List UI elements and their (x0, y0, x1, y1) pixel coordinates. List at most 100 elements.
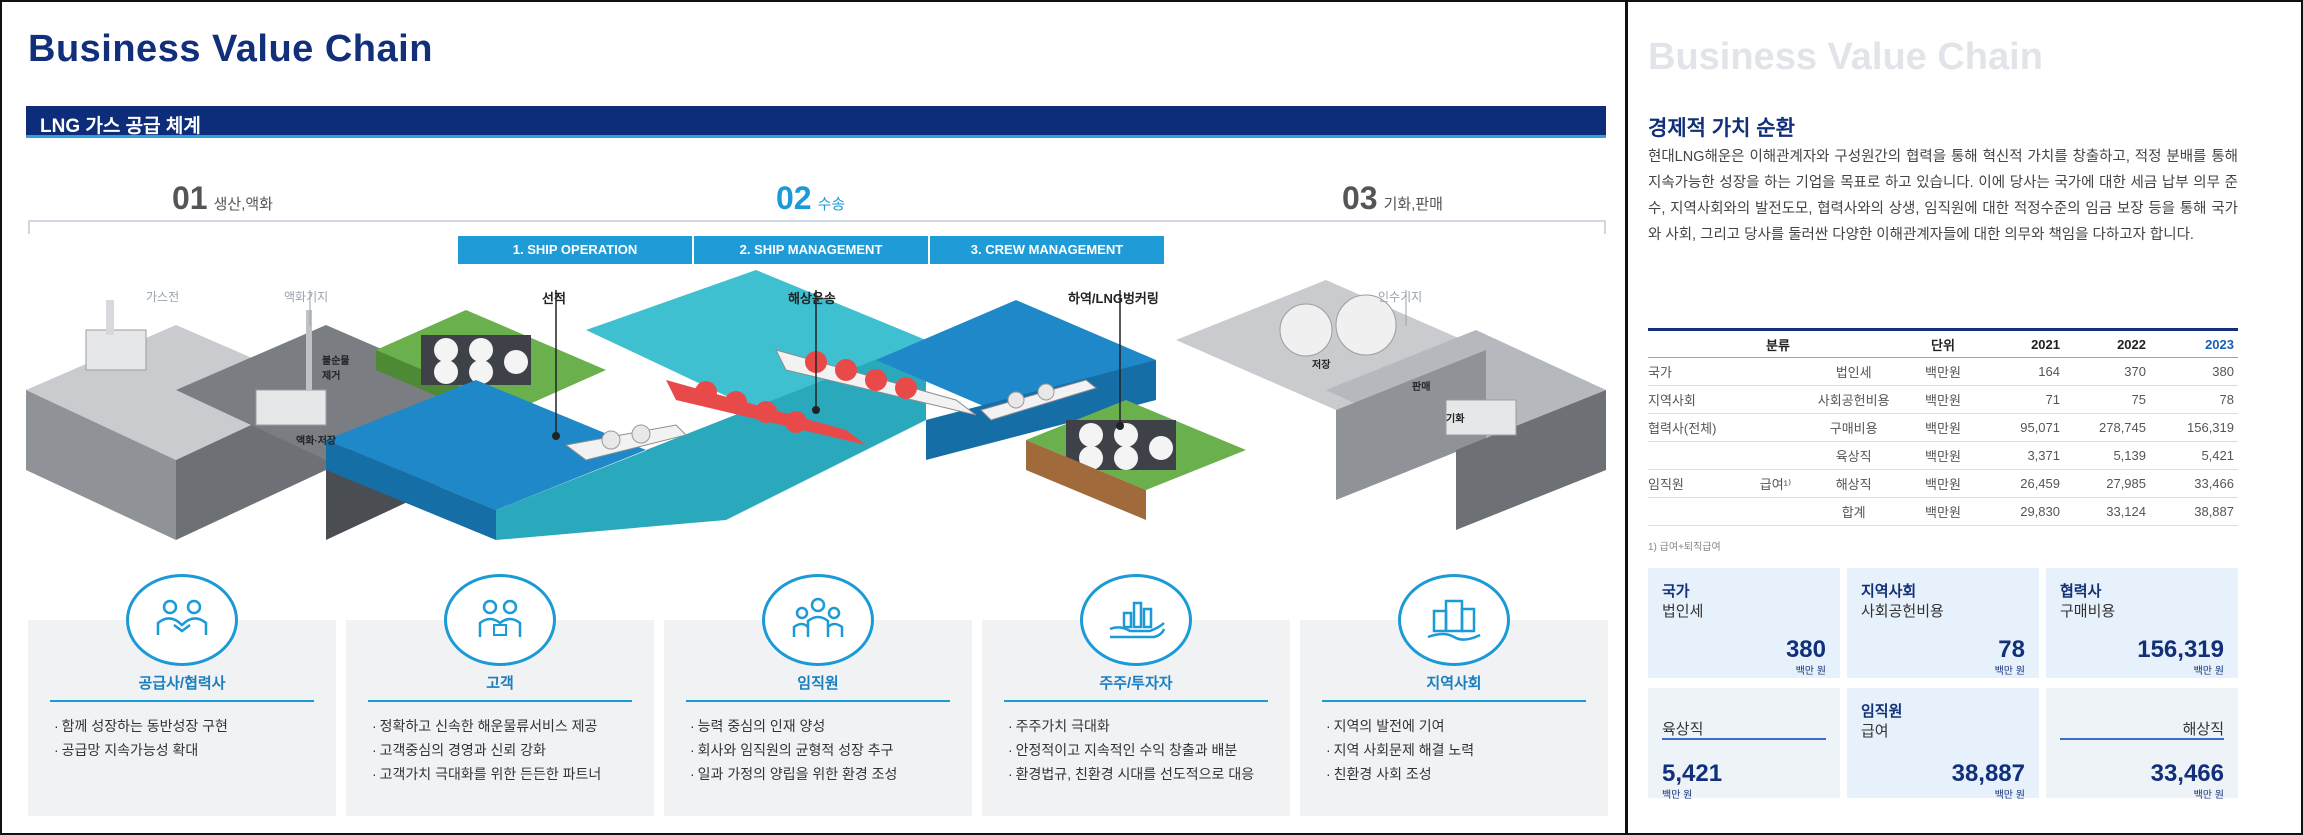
cell: 사회공헌비용 (1799, 385, 1908, 414)
cell: 26,459 (1978, 469, 2064, 498)
list-item: 친환경 사회 조성 (1326, 762, 1594, 786)
cell: 27,985 (2064, 469, 2150, 498)
section-bar: LNG 가스 공급 체계 (26, 106, 1606, 138)
kpi-unit: 백만 원 (1795, 666, 1826, 677)
label-receiving-base: 인수기지 (1378, 290, 1423, 304)
cell: 33,124 (2064, 497, 2150, 526)
stage-label: 수송 (817, 196, 846, 213)
label-vaporization: 기화 (1446, 414, 1465, 425)
arrow-left-icon (2060, 738, 2224, 740)
list-item: 능력 중심의 인재 양성 (690, 714, 958, 738)
stage-bracket (28, 220, 1606, 234)
label-unloading: 하역/LNG벙커링 (1068, 291, 1159, 306)
kpi-card-partners: 협력사 구매비용 156,319 백만 원 (2046, 568, 2238, 678)
label-storage: 저장 (1312, 360, 1331, 371)
kpi-title: 지역사회 (1861, 583, 1917, 600)
list-item: 안정적이고 지속적인 수익 창출과 배분 (1008, 738, 1276, 762)
kpi-subtitle: 구매비용 (2060, 603, 2116, 620)
stakeholder-list: 함께 성장하는 동반성장 구현 공급망 지속가능성 확대 (54, 714, 322, 762)
kpi-unit: 백만 원 (1662, 790, 1693, 801)
header-unit: 단위 (1908, 328, 1978, 358)
kpi-value: 38,887 (1951, 760, 2025, 787)
cell (1648, 497, 1752, 526)
right-page: Business Value Chain 경제적 가치 순환 현대LNG해운은 … (1628, 0, 2303, 835)
kpi-value: 380 (1785, 636, 1826, 663)
cell (1751, 357, 1800, 386)
stage-label: 기화,판매 (1383, 196, 1443, 213)
management-tab-ship-operation: 1. SHIP OPERATION (458, 236, 694, 264)
management-row: 1. SHIP OPERATION 2. SHIP MANAGEMENT 3. … (458, 236, 1166, 264)
stakeholder-title: 고객 (486, 675, 514, 692)
label-impurity-removal: 불순물 제거 (322, 356, 350, 382)
stakeholder-title: 지역사회 (1426, 675, 1482, 692)
cell: 29,830 (1978, 497, 2064, 526)
label-loading: 선적 (542, 291, 566, 306)
list-item: 지역의 발전에 기여 (1326, 714, 1594, 738)
label-liquefaction-base: 액화기지 (284, 290, 329, 304)
cell: 백만원 (1908, 413, 1978, 442)
cell (1751, 497, 1800, 526)
stakeholder-divider (368, 700, 632, 702)
cell: 백만원 (1908, 357, 1978, 386)
cell: 370 (2064, 357, 2150, 386)
kpi-value: 33,466 (2150, 760, 2224, 787)
isometric-illustration (26, 270, 1606, 540)
label-gas-field: 가스전 (146, 290, 180, 304)
cell: 156,319 (2150, 413, 2238, 442)
label-ocean-transport: 해상운송 (788, 291, 836, 306)
customer-group-icon (444, 574, 556, 666)
cell: 백만원 (1908, 385, 1978, 414)
kpi-card-onshore: 육상직 5,421 백만 원 (1648, 688, 1840, 801)
cell: 국가 (1648, 357, 1752, 386)
cell: 95,071 (1978, 413, 2064, 442)
kpi-value: 78 (1998, 636, 2025, 663)
label-sales: 판매 (1412, 382, 1431, 393)
cell: 380 (2150, 357, 2238, 386)
stakeholder-divider (50, 700, 314, 702)
stakeholder-divider (686, 700, 950, 702)
section-title: LNG 가스 공급 체계 (40, 116, 201, 137)
kpi-unit: 백만 원 (2193, 666, 2224, 677)
header-2023: 2023 (2150, 328, 2238, 358)
table-row: 국가 법인세 백만원 164 370 380 (1648, 357, 2238, 386)
kpi-subtitle: 해상직 (2182, 721, 2224, 738)
cell: 육상직 (1799, 441, 1908, 470)
stakeholder-list: 정확하고 신속한 해운물류서비스 제공 고객중심의 경영과 신뢰 강화 고객가치… (372, 714, 640, 786)
arrow-right-icon (1662, 738, 1826, 740)
list-item: 정확하고 신속한 해운물류서비스 제공 (372, 714, 640, 738)
kpi-subtitle: 사회공헌비용 (1861, 603, 1944, 620)
stage-number: 02 (776, 180, 812, 216)
cell: 협력사(전체) (1648, 413, 1752, 442)
section-subtitle: 경제적 가치 순환 (1648, 117, 1795, 140)
stakeholder-list: 지역의 발전에 기여 지역 사회문제 해결 노력 친환경 사회 조성 (1326, 714, 1594, 786)
kpi-card-national: 국가 법인세 380 백만 원 (1648, 568, 1840, 678)
cell: 구매비용 (1799, 413, 1908, 442)
kpi-title: 국가 (1662, 583, 1690, 600)
stakeholder-title: 임직원 (797, 675, 839, 692)
kpi-subtitle: 육상직 (1662, 721, 1704, 738)
kpi-subtitle: 급여 (1861, 723, 1889, 740)
stage-number: 03 (1342, 180, 1378, 216)
header-category: 분류 (1648, 328, 1908, 358)
list-item: 공급망 지속가능성 확대 (54, 738, 322, 762)
kpi-card-offshore: 해상직 33,466 백만 원 (2046, 688, 2238, 801)
stakeholder-divider (1322, 700, 1586, 702)
cell: 백만원 (1908, 441, 1978, 470)
table-row: 합계 백만원 29,830 33,124 38,887 (1648, 497, 2238, 526)
kpi-unit: 백만 원 (1994, 666, 2025, 677)
kpi-value: 156,319 (2137, 636, 2224, 663)
list-item: 고객가치 극대화를 위한 든든한 파트너 (372, 762, 640, 786)
stage-03: 03 기화,판매 (1342, 180, 1443, 217)
stage-number: 01 (172, 180, 208, 216)
stage-02: 02 수송 (776, 180, 845, 217)
cell: 78 (2150, 385, 2238, 414)
economic-value-table: 분류 단위 2021 2022 2023 국가 법인세 백만원 164 370 … (1648, 328, 2238, 526)
cell: 급여¹⁾ (1751, 469, 1800, 498)
table-footnote: 1) 급여+퇴직급여 (1648, 542, 1721, 553)
stakeholder-list: 능력 중심의 인재 양성 회사와 임직원의 균형적 성장 추구 일과 가정의 양… (690, 714, 958, 786)
cell: 33,466 (2150, 469, 2238, 498)
kpi-subtitle: 법인세 (1662, 603, 1704, 620)
list-item: 환경법규, 친환경 시대를 선도적으로 대응 (1008, 762, 1276, 786)
